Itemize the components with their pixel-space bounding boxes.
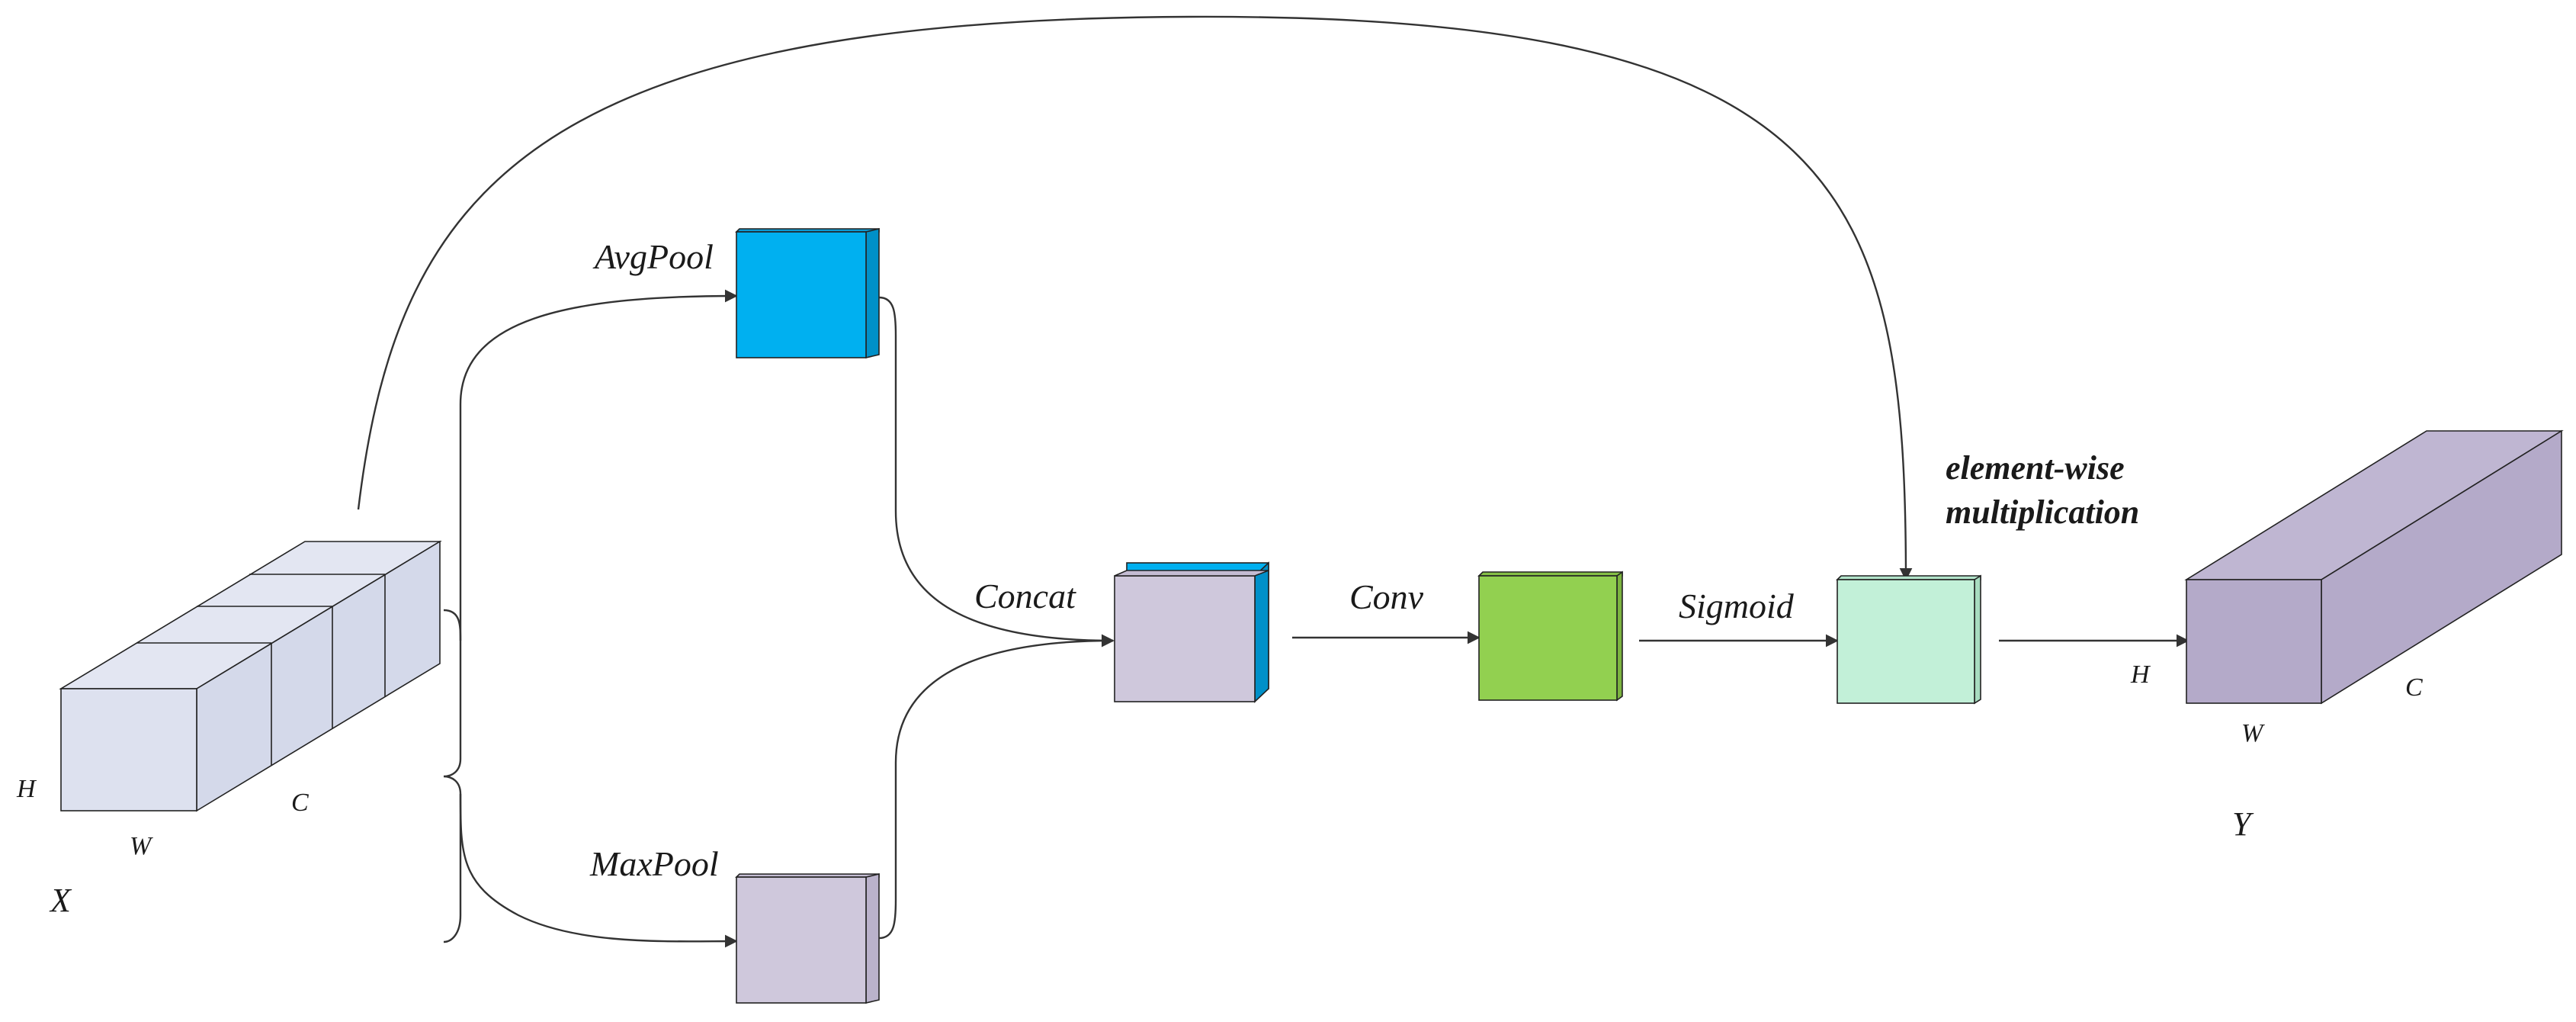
conv-label: Conv bbox=[1349, 577, 1424, 616]
input-c-label: C bbox=[291, 789, 309, 817]
output-tensor-y bbox=[2184, 429, 2564, 705]
output-y-label: Y bbox=[2232, 805, 2254, 843]
concat-block bbox=[1114, 561, 1269, 703]
sigmoid-label: Sigmoid bbox=[1679, 587, 1795, 625]
input-x-label: X bbox=[49, 882, 72, 919]
elementwise-label-line1: element-wise bbox=[1946, 449, 2125, 487]
edge-avgpool-to-concat bbox=[878, 296, 1115, 648]
maxpool-block bbox=[735, 873, 880, 1004]
edge-skip-connection bbox=[357, 15, 1913, 581]
input-tensor-front-face bbox=[60, 688, 197, 811]
split-brace bbox=[443, 609, 462, 943]
output-tensor-front-face bbox=[2186, 579, 2322, 704]
input-tensor-x bbox=[59, 540, 442, 812]
output-w-label: W bbox=[2241, 719, 2265, 747]
concat-front-layer bbox=[1114, 575, 1256, 702]
input-h-label: H bbox=[16, 775, 37, 803]
avgpool-block bbox=[735, 227, 880, 359]
edge-to-avgpool bbox=[459, 289, 738, 641]
concat-label: Concat bbox=[974, 577, 1076, 615]
output-h-label: H bbox=[2130, 660, 2151, 689]
edge-to-maxpool bbox=[459, 793, 738, 948]
conv-block bbox=[1477, 570, 1623, 702]
maxpool-label: MaxPool bbox=[589, 844, 719, 883]
output-c-label: C bbox=[2405, 673, 2423, 702]
sigmoid-block bbox=[1836, 574, 1981, 705]
edge-maxpool-to-concat bbox=[878, 634, 1115, 940]
input-w-label: W bbox=[130, 832, 153, 860]
avgpool-label: AvgPool bbox=[592, 237, 714, 276]
elementwise-label-line2: multiplication bbox=[1946, 493, 2139, 531]
